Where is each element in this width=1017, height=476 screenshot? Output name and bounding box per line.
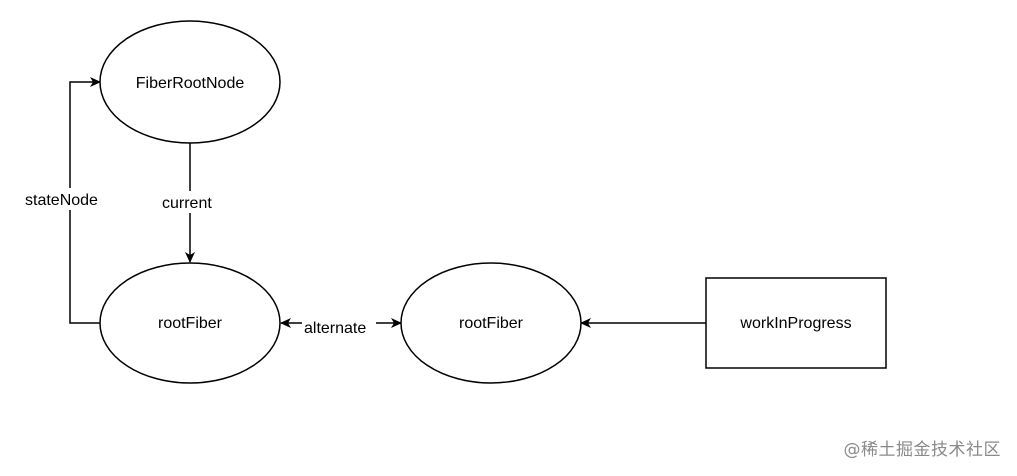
current-label-bg (160, 191, 220, 213)
state-node-label-bg (22, 188, 112, 210)
work-in-progress-shape (705, 277, 887, 369)
alternate-label-bg (302, 318, 376, 338)
root-fiber-current-shape (99, 262, 281, 384)
fiber-root-node: FiberRootNode (99, 20, 281, 144)
work-in-progress-label: workInProgress (739, 315, 851, 332)
root-fiber-wip-label: rootFiber (459, 315, 524, 332)
state-node-edge-label: stateNode (25, 192, 98, 209)
alternate-edge-label: alternate (304, 320, 366, 337)
root-fiber-wip-node: rootFiber (400, 262, 582, 384)
root-fiber-current-label: rootFiber (158, 315, 223, 332)
fiber-root-node-label: FiberRootNode (136, 75, 245, 92)
root-fiber-wip-shape (400, 262, 582, 384)
fiber-root-node-shape (99, 20, 281, 144)
current-edge-label: current (162, 195, 212, 212)
root-fiber-current-node: rootFiber (99, 262, 281, 384)
work-in-progress-node: workInProgress (705, 277, 887, 369)
watermark-text: @稀土掘金技术社区 (843, 440, 1001, 460)
